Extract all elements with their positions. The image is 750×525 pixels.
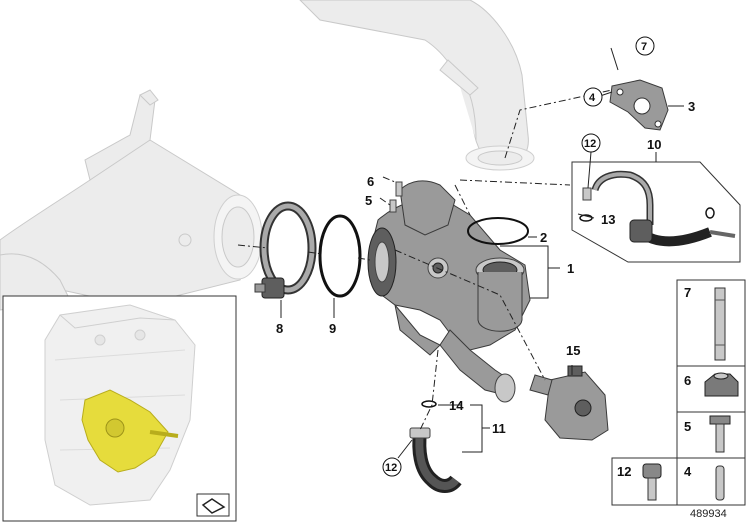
ghost-exhaust-pipe xyxy=(299,0,535,171)
callout-labels: 1 2 3 4 5 6 7 8 9 10 11 12 12 13 14 15 xyxy=(276,41,695,474)
callout-11: 11 xyxy=(492,421,506,436)
leader-lines xyxy=(237,47,684,459)
hw-label-5: 5 xyxy=(684,419,691,434)
hw-stud-icon xyxy=(714,287,726,361)
callout-12-top: 12 xyxy=(584,138,596,150)
diagram-number: 489934 xyxy=(690,508,727,520)
hw-label-7: 7 xyxy=(684,285,691,300)
hw-nut-icon xyxy=(704,372,739,397)
callout-15: 15 xyxy=(566,343,580,358)
hardware-labels: 7 6 5 4 12 xyxy=(617,285,692,479)
callout-8: 8 xyxy=(276,321,283,336)
callout-1: 1 xyxy=(567,261,574,276)
gasket-plate-3 xyxy=(609,79,669,131)
v-band-clamp xyxy=(254,201,317,299)
hw-pin-icon xyxy=(715,465,725,501)
callout-14: 14 xyxy=(449,398,464,413)
hw-label-4: 4 xyxy=(684,464,692,479)
callout-4: 4 xyxy=(589,92,596,104)
return-hose-11 xyxy=(409,400,462,493)
hw-bolt-icon xyxy=(709,415,731,453)
oil-line-assembly xyxy=(571,161,741,263)
callout-3: 3 xyxy=(688,99,695,114)
ghost-catalytic-converter xyxy=(0,89,263,311)
hw-socket-screw-icon xyxy=(642,463,662,501)
gasket-ring-9 xyxy=(318,214,362,298)
callout-10: 10 xyxy=(647,137,661,152)
engine-location-inset xyxy=(2,295,237,522)
callout-2: 2 xyxy=(540,230,547,245)
callout-13: 13 xyxy=(601,212,615,227)
callout-5: 5 xyxy=(365,193,372,208)
callout-rings xyxy=(382,36,655,477)
flange-studs xyxy=(389,181,403,213)
callout-9: 9 xyxy=(329,321,336,336)
callout-12-bottom: 12 xyxy=(385,462,397,474)
hw-label-12: 12 xyxy=(617,464,631,479)
tool-corner-icon xyxy=(196,493,230,517)
actuator-15 xyxy=(529,365,609,441)
turbocharger xyxy=(367,180,531,403)
callout-7: 7 xyxy=(641,41,647,53)
callout-6: 6 xyxy=(367,174,374,189)
oring-2 xyxy=(467,217,529,245)
hardware-panel xyxy=(611,279,746,506)
hw-label-6: 6 xyxy=(684,373,691,388)
turbo-location-highlight xyxy=(81,389,169,473)
